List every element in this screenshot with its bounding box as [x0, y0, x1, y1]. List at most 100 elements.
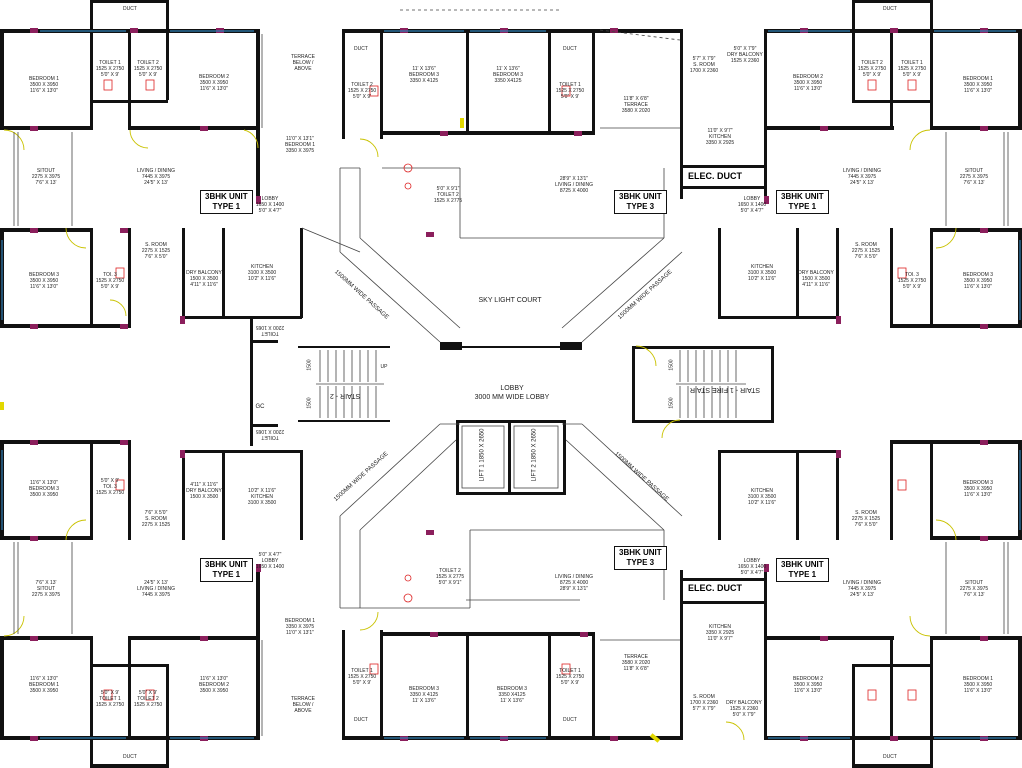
stair1-label: STAIR - 1 FIRE STAIR — [690, 386, 761, 393]
stair-treads — [316, 350, 746, 418]
duct-label-tl: DUCT — [123, 6, 137, 12]
elec-duct-label-bottom: ELEC. DUCT — [684, 582, 746, 594]
up-label: UP — [380, 364, 388, 370]
lift1-label: LIFT 1 1850 X 2650 — [479, 428, 486, 482]
windows — [1, 30, 1021, 739]
dim-1500-d: 1500 — [306, 397, 313, 409]
lift-outlines — [461, 425, 559, 489]
duct-label-bl: DUCT — [123, 754, 137, 760]
section-markers — [0, 118, 661, 743]
dim-1500-c: 1500 — [306, 359, 313, 371]
passage-lines — [261, 34, 683, 736]
gc-label: GC — [255, 404, 265, 410]
elec-duct-label-top: ELEC. DUCT — [684, 170, 746, 182]
sanitary-fixtures — [103, 79, 917, 701]
duct-label-tc2: DUCT — [563, 46, 577, 52]
duct-label-tr: DUCT — [883, 6, 897, 12]
duct-label-tc1: DUCT — [354, 46, 368, 52]
lift2-label: LIFT 2 1850 X 2650 — [531, 428, 538, 482]
skylight-court-label: SKY LIGHT COURT — [478, 297, 542, 304]
duct-label-bc1: DUCT — [354, 717, 368, 723]
dim-1500-a: 1500 — [668, 359, 675, 371]
stair2-label: STAIR - 2 — [330, 392, 361, 399]
duct-label-bc2: DUCT — [563, 717, 577, 723]
door-swings — [3, 129, 957, 741]
duct-label-br: DUCT — [883, 754, 897, 760]
